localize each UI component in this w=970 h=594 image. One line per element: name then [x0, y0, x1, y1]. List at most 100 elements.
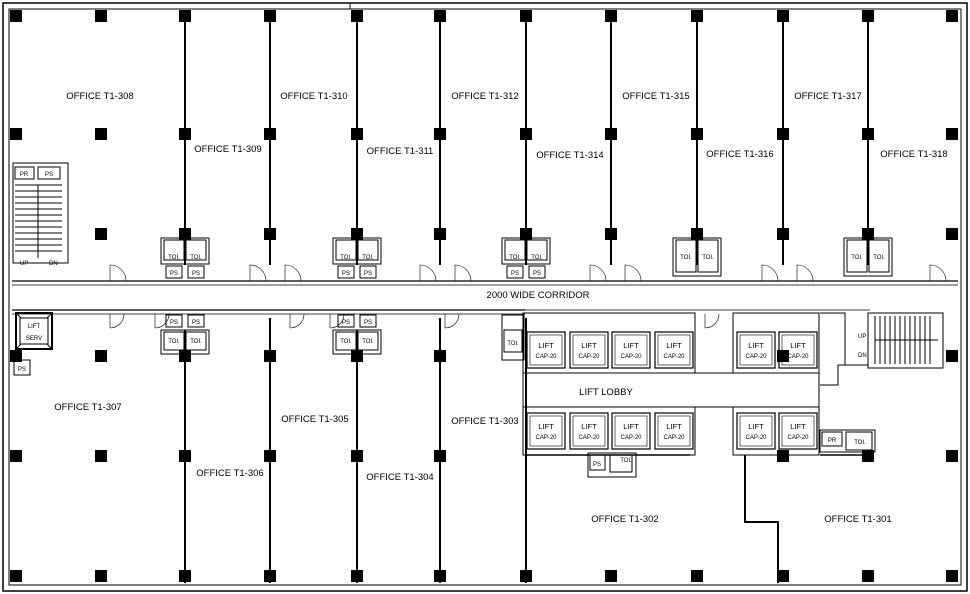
toilet-label: TOI. — [362, 255, 374, 261]
lobby-toilet-label: TOI. — [620, 458, 632, 464]
column — [862, 228, 874, 240]
lift-capacity-label: CAP-20 — [787, 435, 809, 441]
structural-columns — [10, 10, 958, 582]
service-lift-label-1: LIFT — [28, 324, 41, 330]
column — [862, 570, 874, 582]
column — [434, 10, 446, 22]
column — [946, 128, 958, 140]
left-stair: PR PS UP DN — [12, 162, 69, 267]
column — [777, 450, 789, 462]
toilet-label: TOI. — [851, 255, 863, 261]
left-stair-ps-label: PS — [45, 172, 53, 178]
lift-label: LIFT — [790, 422, 806, 431]
column — [946, 450, 958, 462]
lobby-toilet: PS TOI. — [587, 452, 637, 478]
office-label-301: OFFICE T1-301 — [824, 514, 891, 525]
toilet-label: TOI. — [873, 255, 885, 261]
office-label-318: OFFICE T1-318 — [880, 149, 947, 160]
column — [434, 350, 446, 362]
right-toilet-label: TOI. — [854, 440, 866, 446]
right-stair: UP DN — [820, 312, 944, 386]
lift-label: LIFT — [790, 341, 806, 350]
office-label-307: OFFICE T1-307 — [54, 402, 121, 413]
column — [777, 350, 789, 362]
column — [351, 228, 363, 240]
column — [777, 128, 789, 140]
office-label-305: OFFICE T1-305 — [281, 414, 348, 425]
column — [95, 350, 107, 362]
ps-label: PS — [364, 271, 372, 277]
toilet-label: TOI. — [168, 255, 180, 261]
toilet-label: TOI. — [340, 339, 352, 345]
lift-shaft: LIFT CAP-20 — [778, 412, 818, 450]
lift-label: LIFT — [581, 341, 597, 350]
column — [691, 128, 703, 140]
column — [351, 10, 363, 22]
column — [946, 570, 958, 582]
ps-label: PS — [511, 271, 519, 277]
column — [264, 450, 276, 462]
office-label-317: OFFICE T1-317 — [794, 91, 861, 102]
right-toilet-block: PR TOI. — [819, 429, 876, 453]
column — [434, 228, 446, 240]
column — [520, 570, 532, 582]
lift-capacity-label: CAP-20 — [663, 435, 685, 441]
column — [520, 228, 532, 240]
office-label-312: OFFICE T1-312 — [451, 91, 518, 102]
column — [434, 570, 446, 582]
lift-label: LIFT — [623, 422, 639, 431]
office-label-304: OFFICE T1-304 — [366, 472, 433, 483]
corridor-toilet-303: TOI. — [501, 314, 525, 361]
toilet-label: TOI. — [509, 255, 521, 261]
column — [946, 350, 958, 362]
lift-lobby-label: LIFT LOBBY — [579, 387, 633, 398]
column — [351, 128, 363, 140]
column — [862, 128, 874, 140]
service-lift: LIFT SERV PS — [13, 312, 53, 376]
lift-capacity-label: CAP-20 — [535, 435, 557, 441]
toilet-pair: TOI.TOI. — [672, 237, 722, 277]
corridor-label: 2000 WIDE CORRIDOR — [487, 290, 590, 301]
column — [862, 10, 874, 22]
column — [95, 128, 107, 140]
ps-label: PS — [342, 320, 350, 326]
toilet-label: TOI. — [680, 255, 692, 261]
column — [605, 128, 617, 140]
toilet-label: TOI. — [190, 255, 202, 261]
lift-capacity-label: CAP-20 — [578, 435, 600, 441]
column — [605, 10, 617, 22]
toilet-label: TOI. — [362, 339, 374, 345]
toilet-label: TOI. — [340, 255, 352, 261]
toilet-303-label: TOI. — [507, 341, 519, 347]
office-label-309: OFFICE T1-309 — [194, 144, 261, 155]
office-label-314: OFFICE T1-314 — [536, 150, 603, 161]
ps-label: PS — [533, 271, 541, 277]
column — [605, 228, 617, 240]
toilet-pair: TOI. TOI. PS PS — [332, 237, 382, 279]
column — [520, 128, 532, 140]
column — [946, 228, 958, 240]
lobby-ps-label: PS — [593, 462, 601, 468]
column — [434, 128, 446, 140]
column — [264, 228, 276, 240]
column — [10, 128, 22, 140]
column — [691, 570, 703, 582]
toilet-pair: TOI. TOI. — [843, 237, 893, 277]
ps-label: PS — [342, 271, 350, 277]
column — [264, 570, 276, 582]
office-label-308: OFFICE T1-308 — [66, 91, 133, 102]
column — [351, 350, 363, 362]
column — [10, 10, 22, 22]
left-stair-up-label: UP — [20, 261, 28, 267]
lift-capacity-label: CAP-20 — [745, 354, 767, 360]
